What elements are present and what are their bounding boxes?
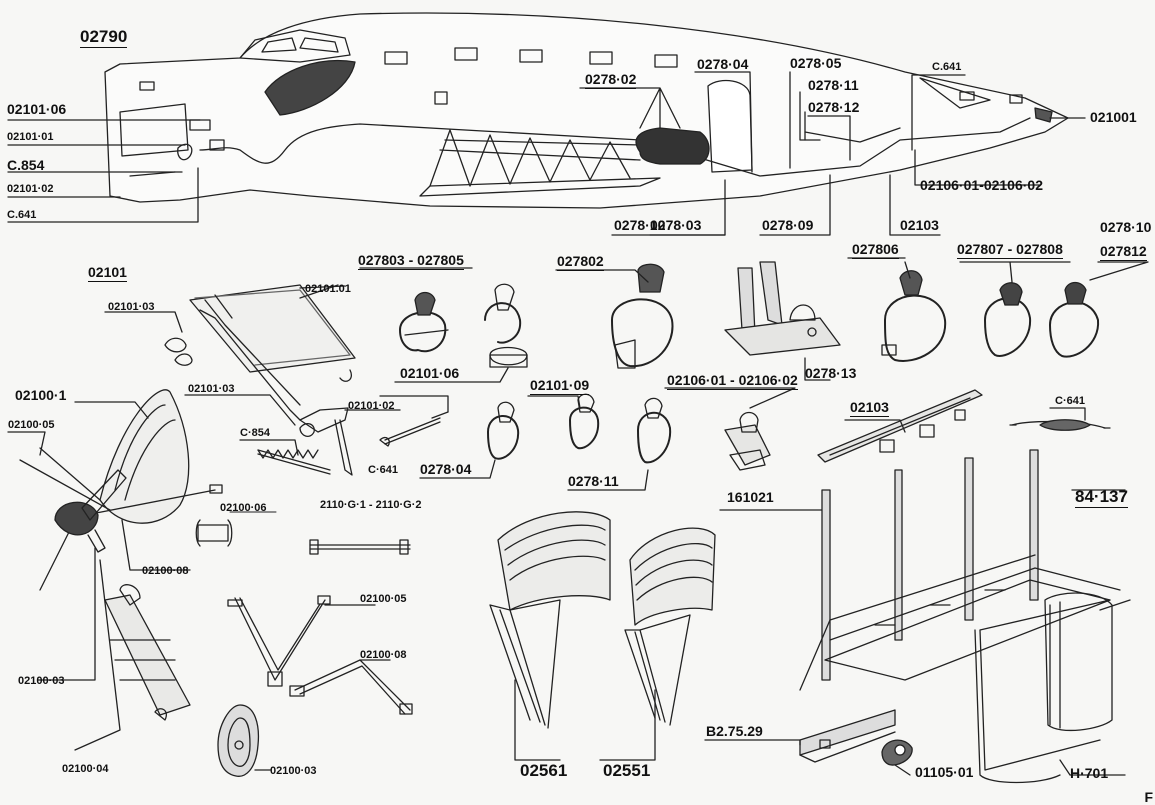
label-02101-01-group: 02101.01 xyxy=(305,283,351,295)
label-02100-03-wheel: 02100·03 xyxy=(270,765,317,777)
label-02100-06: 02100·06 xyxy=(220,502,267,514)
label-2110-combo: 2110·G·1 - 2110·G·2 xyxy=(320,499,422,511)
label-02100-03-left: 02100·03 xyxy=(18,675,65,687)
clamp-set xyxy=(359,257,1149,491)
label-02100-1: 02100·1 xyxy=(15,387,67,403)
label-c854-top: C.854 xyxy=(7,157,45,173)
label-02106-combo-top: 02106·01-02106·02 xyxy=(920,177,1043,193)
sheet-title: 02790 xyxy=(80,27,128,48)
label-84-137: 84·137 xyxy=(1075,487,1128,508)
label-0278-02-group: 027802 xyxy=(557,253,604,271)
label-02101-06-top: 02101·06 xyxy=(7,101,67,117)
label-021001: 021001 xyxy=(1090,109,1137,125)
label-02101-09: 02101·09 xyxy=(530,377,590,395)
flap-panels xyxy=(489,511,716,761)
label-0278-10-group: 0278·10 xyxy=(1100,219,1152,235)
label-0278-04-group: 0278·04 xyxy=(420,461,472,477)
label-0278-12-top: 0278·12 xyxy=(808,99,860,115)
label-0278-13: 0278·13 xyxy=(805,365,857,381)
label-02100-05-left: 02100·05 xyxy=(8,419,55,431)
label-b2-75-29: B2.75.29 xyxy=(706,723,763,739)
label-02103-bottom: 02103 xyxy=(900,217,939,233)
fuselage-illustration xyxy=(7,12,1086,236)
tail-wheel-assembly xyxy=(7,389,413,777)
label-02551: 02551 xyxy=(603,761,651,780)
label-c854-group: C·854 xyxy=(240,427,270,439)
label-0278-10-bottom: 0278·10 xyxy=(614,217,666,233)
label-02561: 02561 xyxy=(520,761,568,780)
label-0278-03-bottom: 0278·03 xyxy=(650,217,702,233)
label-02101-02-top: 02101·02 xyxy=(7,183,54,195)
label-0278-07-08: 027807 - 027808 xyxy=(957,241,1063,259)
label-0278-12-group: 027812 xyxy=(1100,243,1147,261)
control-column-assembly xyxy=(104,284,449,476)
label-0278-11-group: 0278·11 xyxy=(568,473,619,489)
label-0278-11-top: 0278·11 xyxy=(808,77,859,93)
label-01105-01: 01105·01 xyxy=(915,764,974,780)
seat-frame xyxy=(719,449,1131,784)
label-0278-05-top: 0278·05 xyxy=(790,55,842,71)
corner-mark: F xyxy=(1144,789,1153,805)
label-02103-group: 02103 xyxy=(850,399,889,417)
label-02101-03-a: 02101·03 xyxy=(108,301,155,313)
label-0278-04-top: 0278·04 xyxy=(697,56,749,72)
label-c641-left: C.641 xyxy=(7,209,37,221)
label-02106-combo-group: 02106·01 - 02106·02 xyxy=(667,372,798,390)
label-02101-06-group: 02101·06 xyxy=(400,365,460,381)
label-0278-02-top: 0278·02 xyxy=(585,71,637,89)
label-c641-group: C·641 xyxy=(368,464,398,476)
label-0278-06: 027806 xyxy=(852,241,899,259)
rail-and-turnbuckle xyxy=(817,389,1111,463)
label-c641-top: C.641 xyxy=(932,61,962,73)
label-0278-09-bottom: 0278·09 xyxy=(762,217,814,233)
label-02101-02-group: 02101·02 xyxy=(348,400,395,412)
label-0278-03-05: 027803 - 027805 xyxy=(358,252,464,270)
label-02101-03-b: 02101·03 xyxy=(188,383,235,395)
label-161021: 161021 xyxy=(727,489,774,505)
small-parts xyxy=(704,709,913,776)
label-02100-08-mid: 02100·08 xyxy=(360,649,407,661)
label-02101-01-top: 02101·01 xyxy=(7,131,54,143)
label-02100-04: 02100·04 xyxy=(62,763,109,775)
label-02100-05-mid: 02100·05 xyxy=(360,593,407,605)
label-c641-right: C·641 xyxy=(1055,395,1085,407)
label-h701: H·701 xyxy=(1070,765,1109,781)
label-02100-08-left: 02100·08 xyxy=(142,565,189,577)
label-02101-group: 02101 xyxy=(88,264,127,282)
